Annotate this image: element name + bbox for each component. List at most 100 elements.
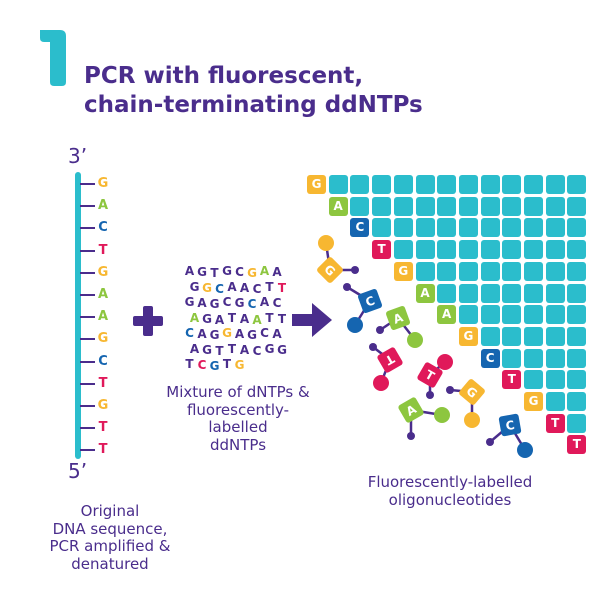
nucleotide-cell	[502, 305, 522, 325]
mixture-letter: A	[272, 265, 282, 279]
mixture-letter: A	[239, 311, 250, 326]
mixture-letter: A	[189, 341, 200, 356]
mixture-letter: A	[197, 327, 207, 341]
strand-tick	[80, 338, 95, 341]
nucleotide-cell	[524, 305, 543, 325]
nucleotide-cell	[502, 348, 522, 368]
strand-tick	[80, 427, 95, 430]
phosphate-dot	[426, 391, 434, 399]
mixture-letter: C	[252, 281, 262, 296]
phosphate-dot	[486, 438, 494, 446]
mixture-letter: G	[234, 358, 245, 372]
fluorophore	[434, 407, 450, 423]
nucleotide-cell	[545, 261, 565, 281]
nucleotide-cell	[415, 240, 435, 260]
nucleotide-cell	[393, 218, 413, 238]
nucleotide-cell	[480, 175, 500, 194]
nucleotide-tile	[498, 413, 522, 437]
nucleotide-cell	[415, 261, 435, 281]
nucleotide-cell	[545, 348, 565, 368]
strand-base: T	[98, 442, 108, 458]
nucleotide-cell	[480, 326, 500, 346]
nucleotide-cell	[567, 283, 587, 303]
nucleotide-tile	[417, 362, 443, 388]
mixture-letter: C	[235, 265, 244, 279]
nucleotide-letter: C	[505, 418, 516, 433]
strand-base: A	[97, 198, 109, 214]
terminating-base: T	[545, 413, 565, 433]
fluorophore	[464, 412, 480, 428]
terminating-base: G	[458, 326, 478, 346]
strand-base: T	[98, 375, 108, 391]
strand-base: A	[97, 287, 109, 302]
nucleotide-cell	[545, 218, 565, 238]
phosphate-dot	[351, 266, 359, 274]
mixture-letter: C	[272, 296, 282, 310]
mixture-letter: A	[227, 279, 237, 294]
nucleotide-cell	[328, 175, 348, 194]
mixture-letter: T	[215, 343, 224, 358]
strand-tick	[80, 294, 95, 296]
mixture-letter: G	[202, 280, 212, 295]
caption-line: Mixture of dNTPs &	[166, 383, 310, 401]
nucleotide-cell	[458, 175, 478, 194]
mixture-letter: T	[277, 311, 287, 326]
terminating-base: G	[393, 261, 413, 281]
terminating-base: C	[350, 218, 370, 238]
nucleotide-tile	[398, 397, 424, 423]
mixture-letter: A	[259, 295, 270, 309]
mixture-letter: A	[239, 280, 250, 295]
strand-base: A	[97, 309, 109, 325]
terminating-base: T	[372, 240, 392, 260]
nucleotide-cell	[524, 326, 543, 346]
nucleotide-cell	[480, 240, 500, 260]
mixture-letter: G	[189, 279, 200, 294]
fluorophore	[407, 332, 423, 348]
nucleotide-cell	[545, 196, 565, 216]
terminating-base: C	[480, 348, 500, 368]
strand-base: C	[98, 353, 108, 369]
mixture-letter: G	[184, 295, 195, 309]
strand-tick	[80, 405, 95, 407]
mixture-letter: G	[264, 341, 275, 356]
nucleotide-cell	[480, 196, 500, 216]
caption-line: ddNTPs	[209, 435, 267, 454]
mixture-letter: A	[184, 264, 195, 278]
nucleotide-cell	[567, 326, 587, 346]
caption-line: Fluorescently-labelled	[367, 473, 533, 491]
nucleotide-cell	[524, 218, 543, 238]
nucleotide-cell	[524, 175, 543, 194]
mixture-letter: C	[197, 358, 207, 372]
strand-base: G	[97, 331, 109, 347]
mixture-letter: G	[222, 326, 232, 340]
mixture-letter: A	[239, 342, 250, 357]
step-number-logo	[40, 30, 67, 86]
nucleotide-cell	[437, 175, 457, 194]
nucleotide-cell	[458, 261, 478, 281]
mixture-letter: T	[265, 279, 274, 294]
strand-caption: Original DNA sequence, PCR amplified & d…	[40, 502, 180, 573]
terminating-base: A	[415, 283, 435, 303]
nucleotide-cell	[524, 348, 543, 368]
mixture-letter: C	[252, 343, 262, 358]
mixture-letter: T	[265, 310, 274, 325]
strand-base: G	[97, 176, 109, 191]
nucleotide-cell	[480, 218, 500, 238]
phosphate-dot	[369, 343, 377, 351]
nucleotide-cell	[415, 175, 435, 194]
nucleotide-cell	[372, 218, 392, 238]
nucleotide-cell	[524, 370, 543, 390]
mixture-letter: G	[234, 296, 245, 310]
fluorophore	[318, 235, 334, 251]
strand-tick	[80, 316, 95, 319]
strand-tick	[80, 360, 95, 363]
strand-base: G	[97, 398, 109, 413]
nucleotide-cell	[415, 196, 435, 216]
nucleotide-cell	[502, 218, 522, 238]
caption-line: PCR amplified &	[49, 537, 171, 555]
terminating-base: A	[328, 196, 348, 216]
nucleotide-cell	[437, 283, 457, 303]
terminating-base: G	[524, 392, 543, 411]
nucleotide-cell	[393, 175, 413, 194]
